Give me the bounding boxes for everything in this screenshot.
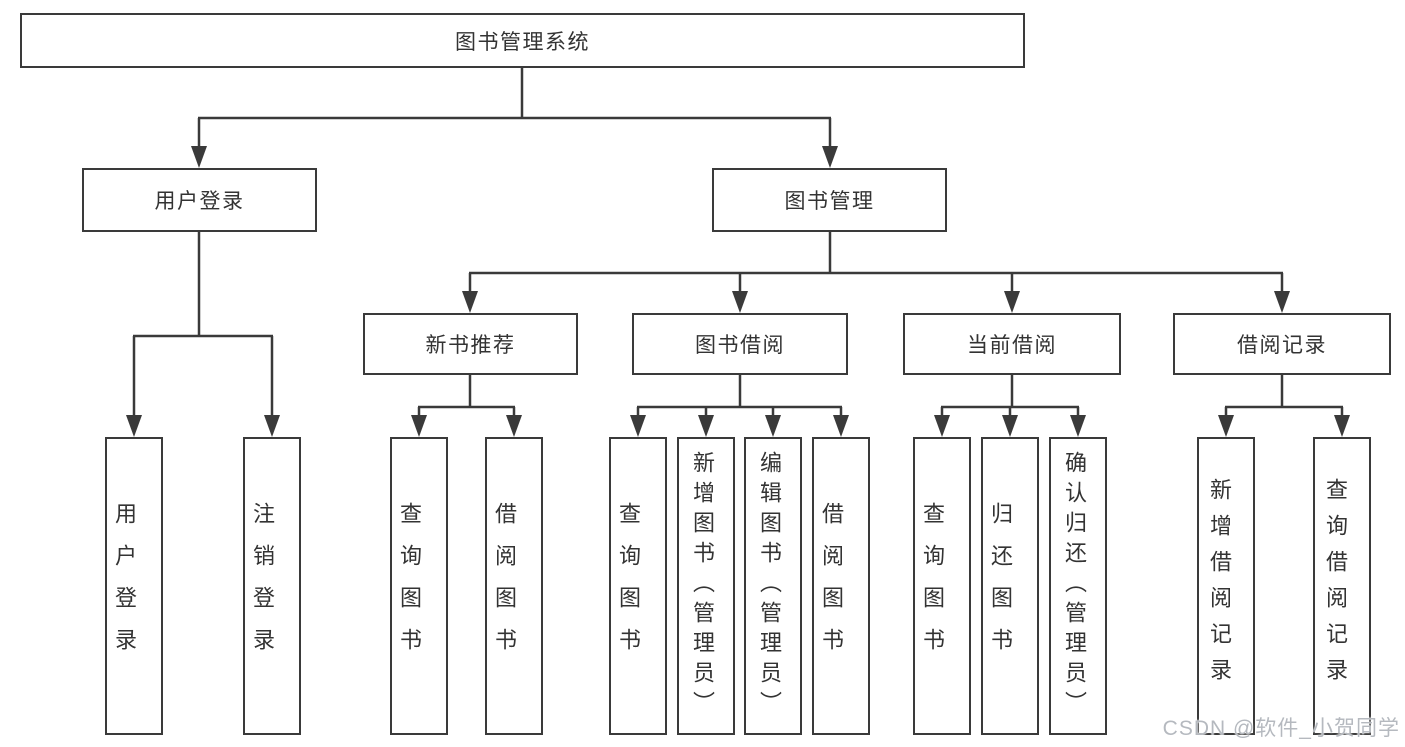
leaf-borrow-query-books-label: 查询图书	[616, 502, 641, 670]
leaf-confirm-return-admin-label: 确认归还（管理员）	[1062, 451, 1087, 721]
node-library-system: 图书管理系统	[20, 13, 1025, 68]
leaf-query-borrow-record: 查询借阅记录	[1313, 437, 1371, 735]
leaf-newbook-query-books: 查询图书	[390, 437, 448, 735]
node-new-book-recommend: 新书推荐	[363, 313, 578, 375]
node-book-management: 图书管理	[712, 168, 947, 232]
leaf-user-login-label: 用户登录	[112, 502, 137, 670]
node-current-borrow: 当前借阅	[903, 313, 1121, 375]
node-user-login: 用户登录	[82, 168, 317, 232]
node-book-borrow: 图书借阅	[632, 313, 848, 375]
node-current-borrow-label: 当前借阅	[967, 334, 1057, 357]
node-borrow-record-label: 借阅记录	[1237, 334, 1327, 357]
leaf-query-borrow-record-label: 查询借阅记录	[1323, 478, 1348, 694]
node-book-borrow-label: 图书借阅	[695, 334, 785, 357]
node-book-management-label: 图书管理	[784, 190, 875, 213]
leaf-add-borrow-record: 新增借阅记录	[1197, 437, 1255, 735]
leaf-return-books: 归还图书	[981, 437, 1039, 735]
leaf-logout-label: 注销登录	[250, 502, 275, 670]
leaf-borrow-borrow-books-label: 借阅图书	[819, 502, 844, 670]
leaf-edit-books-admin-label: 编辑图书（管理员）	[757, 451, 782, 721]
leaf-current-query-books: 查询图书	[913, 437, 971, 735]
leaf-add-books-admin-label: 新增图书（管理员）	[690, 451, 715, 721]
csdn-watermark: CSDN @软件_小贺同学	[1162, 717, 1400, 740]
leaf-add-books-admin: 新增图书（管理员）	[677, 437, 735, 735]
leaf-newbook-query-books-label: 查询图书	[397, 502, 422, 670]
leaf-user-login: 用户登录	[105, 437, 163, 735]
leaf-confirm-return-admin: 确认归还（管理员）	[1049, 437, 1107, 735]
leaf-newbook-borrow-books-label: 借阅图书	[492, 502, 517, 670]
leaf-borrow-query-books: 查询图书	[609, 437, 667, 735]
leaf-return-books-label: 归还图书	[988, 502, 1013, 670]
leaf-current-query-books-label: 查询图书	[920, 502, 945, 670]
node-library-system-label: 图书管理系统	[455, 30, 590, 54]
node-user-login-label: 用户登录	[154, 190, 245, 213]
leaf-newbook-borrow-books: 借阅图书	[485, 437, 543, 735]
leaf-borrow-borrow-books: 借阅图书	[812, 437, 870, 735]
node-new-book-recommend-label: 新书推荐	[425, 334, 516, 357]
leaf-edit-books-admin: 编辑图书（管理员）	[744, 437, 802, 735]
leaf-logout: 注销登录	[243, 437, 301, 735]
leaf-add-borrow-record-label: 新增借阅记录	[1207, 478, 1232, 694]
node-borrow-record: 借阅记录	[1173, 313, 1391, 375]
